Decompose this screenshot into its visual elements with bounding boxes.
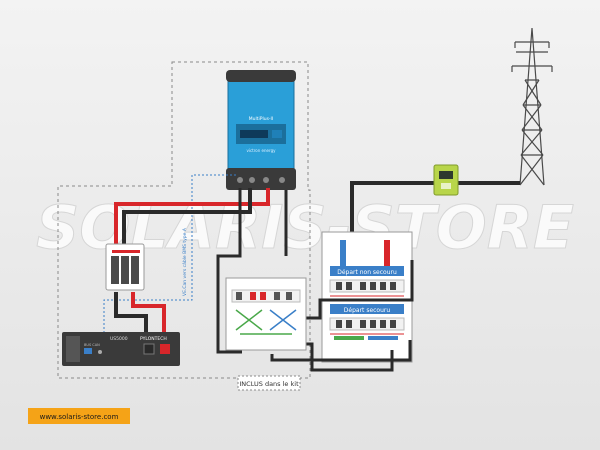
breaker-row-top <box>329 279 405 293</box>
dc-positive-cable <box>114 188 270 340</box>
label-strip-non-secouru <box>330 266 404 276</box>
battery-brand-label: PYLONTECH <box>140 336 167 342</box>
panel-link-cable-bottom <box>270 340 412 362</box>
ac-input-cable <box>216 188 242 354</box>
depart-secouru-label: Départ secouru <box>344 307 391 314</box>
website-badge <box>28 408 130 424</box>
breaker-row-bottom <box>329 317 405 331</box>
dc-fuse-box <box>105 243 145 291</box>
kit-boundary-outline <box>57 61 311 379</box>
bus-label: BUS CAN <box>84 343 100 347</box>
grid-cable <box>350 181 520 242</box>
power-tower-icon <box>511 27 553 186</box>
battery-model-label: US5000 <box>110 336 128 342</box>
inverter-name-label: MultiPlus-II <box>249 116 273 122</box>
website-label: www.solaris-store.com <box>40 413 119 421</box>
ac-protection-panel <box>225 277 307 351</box>
distribution-panel: Départ non secouru Départ secouru <box>321 231 413 363</box>
can-cable-label: VE.Can vers câble BMS type A <box>181 227 188 296</box>
inverter-brand-label: victron energy <box>247 148 277 153</box>
inclus-label-box <box>237 375 301 391</box>
dc-negative-cable <box>114 188 252 340</box>
inverter: MultiPlus-II victron energy <box>226 70 296 190</box>
label-strip-secouru <box>330 304 404 314</box>
can-bus-cable <box>103 174 236 334</box>
depart-non-secouru-label: Départ non secouru <box>337 269 397 276</box>
inclus-label: INCLUS dans le kit <box>239 380 299 388</box>
energy-meter <box>433 164 459 196</box>
panel-link-cable-top <box>304 260 414 320</box>
battery: US5000 PYLONTECH BUS CAN <box>62 332 180 366</box>
